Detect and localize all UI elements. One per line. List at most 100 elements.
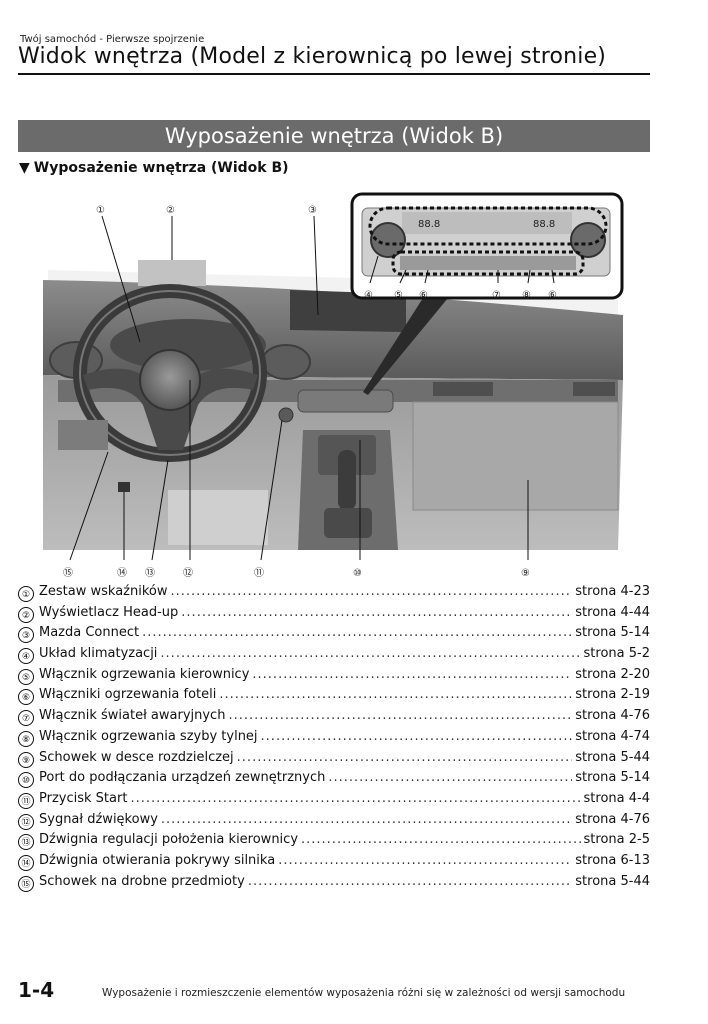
- item-number: ⑬: [18, 834, 34, 851]
- inset-left-knob: [370, 222, 406, 258]
- callout-15: ⑮: [63, 567, 73, 579]
- item-label: Sygnał dźwiękowy: [39, 811, 158, 827]
- inset-pointer: [363, 298, 448, 395]
- item-number: ⑤: [18, 668, 34, 685]
- callout-6-right: ⑥: [548, 290, 557, 301]
- list-item: ④ Układ klimatyzacji strona 5-2: [18, 646, 650, 667]
- item-number: ⑪: [18, 792, 34, 809]
- list-item: ⑮ Schowek na drobne przedmioty strona 5-44: [18, 874, 650, 895]
- item-label: Włącznik ogrzewania kierownicy: [39, 666, 250, 682]
- item-label: Port do podłączania urządzeń zewnętrznyc…: [39, 770, 326, 786]
- callout-13: ⑬: [145, 567, 155, 579]
- mazda-connect-screen: [290, 290, 406, 332]
- item-label: Wyświetlacz Head-up: [39, 604, 179, 620]
- small-storage-box: [58, 420, 108, 450]
- item-page-reference: strona 5-2: [583, 646, 650, 662]
- list-item: ⑦ Włącznik świateł awaryjnych strona 4-76: [18, 708, 650, 729]
- list-item: ② Wyświetlacz Head-up strona 4-44: [18, 605, 650, 626]
- item-page-reference: strona 2-20: [575, 666, 650, 682]
- breadcrumb: Twój samochód - Pierwsze spojrzenie: [20, 34, 205, 45]
- item-label: Układ klimatyzacji: [39, 646, 158, 662]
- shifter-base: [324, 508, 372, 538]
- list-item: ⑤ Włącznik ogrzewania kierownicy strona 2-…: [18, 667, 650, 688]
- leader-dots: [228, 708, 572, 723]
- item-number: ⑫: [18, 813, 34, 830]
- callout-2: ②: [166, 205, 175, 216]
- bonnet-release-lever: [118, 482, 130, 492]
- inset-button-row: [400, 256, 576, 270]
- callout-4: ④: [364, 290, 373, 301]
- item-number: ⑦: [18, 710, 34, 727]
- list-item: ⑪ Przycisk Start strona 4-4: [18, 791, 650, 812]
- callout-11: ⑪: [254, 567, 264, 579]
- bottom-callouts: ⑮ ⑭ ⑬ ⑫ ⑪ ⑩ ⑨: [63, 380, 530, 579]
- climate-panel: [297, 389, 394, 413]
- callout-5: ⑤: [394, 290, 403, 301]
- section-heading: ▼Wyposażenie wnętrza (Widok B): [19, 160, 289, 176]
- item-page-reference: strona 4-76: [575, 708, 650, 724]
- page-number: 1-4: [18, 978, 55, 1002]
- leader-dots: [278, 853, 572, 868]
- item-label: Dźwignia otwierania pokrywy silnika: [39, 852, 276, 868]
- item-page-reference: strona 4-4: [583, 790, 650, 806]
- inset-display-right: 88.8: [533, 219, 555, 230]
- leader-dots: [142, 625, 572, 640]
- list-item: ① Zestaw wskaźników strona 4-23: [18, 584, 650, 605]
- callout-1: ①: [96, 205, 105, 216]
- list-item: ⑫ Sygnał dźwiękowy strona 4-76: [18, 812, 650, 833]
- item-label: Włącznik świateł awaryjnych: [39, 708, 226, 724]
- item-number: ①: [18, 586, 34, 602]
- item-number: ⑥: [18, 689, 34, 706]
- leader-dots: [160, 646, 580, 661]
- callout-8: ⑧: [522, 290, 531, 301]
- item-number: ②: [18, 606, 34, 623]
- callout-6-left: ⑥: [419, 290, 428, 301]
- section-heading-text: Wyposażenie wnętrza (Widok B): [33, 160, 289, 176]
- footer-note: Wyposażenie i rozmieszczenie elementów w…: [102, 987, 626, 999]
- item-page-reference: strona 4-74: [575, 728, 650, 744]
- leader-dots: [171, 584, 573, 599]
- item-label: Mazda Connect: [39, 625, 140, 641]
- item-page-reference: strona 2-19: [575, 687, 650, 703]
- leader-dots: [301, 832, 581, 847]
- list-item: ⑬ Dźwignia regulacji położenia kierownicy…: [18, 832, 650, 853]
- item-number: ④: [18, 648, 34, 665]
- item-label: Przycisk Start: [39, 790, 128, 806]
- leader-dots: [219, 687, 572, 702]
- item-label: Schowek w desce rozdzielczej: [39, 749, 234, 765]
- item-label: Dźwignia regulacji położenia kierownicy: [39, 832, 299, 848]
- item-label: Schowek na drobne przedmioty: [39, 873, 245, 889]
- leader-dots: [161, 812, 572, 827]
- inset-dashed-bottom: [391, 250, 585, 276]
- item-page-reference: strona 4-76: [575, 811, 650, 827]
- item-label: Zestaw wskaźników: [39, 584, 168, 599]
- item-page-reference: strona 5-44: [575, 873, 650, 889]
- callout-14: ⑭: [117, 567, 127, 579]
- leader-dots: [261, 729, 573, 744]
- leader-dots: [248, 874, 572, 889]
- gear-shifter: [338, 450, 356, 510]
- item-page-reference: strona 2-5: [583, 832, 650, 848]
- item-page-reference: strona 4-44: [575, 604, 650, 620]
- item-page-reference: strona 5-14: [575, 770, 650, 786]
- leader-dots: [130, 791, 580, 806]
- inset-callouts: ④ ⑤ ⑥ ⑦ ⑧ ⑥: [364, 255, 557, 301]
- item-number: ⑩: [18, 772, 34, 789]
- item-number: ⑮: [18, 875, 34, 892]
- item-page-reference: strona 4-23: [575, 584, 650, 599]
- center-left-air-vent: [261, 344, 311, 380]
- steering-wheel-rim-highlight: [79, 290, 261, 456]
- glove-box: [412, 401, 619, 511]
- right-air-vent-1: [433, 382, 493, 396]
- right-air-vent-2: [573, 382, 615, 396]
- item-label: Włączniki ogrzewania foteli: [39, 687, 217, 703]
- leader-dots: [237, 750, 573, 765]
- callout-3: ③: [308, 205, 317, 216]
- triangle-marker-icon: ▼: [19, 160, 30, 176]
- item-page-reference: strona 6-13: [575, 852, 650, 868]
- inset-right-knob: [570, 222, 606, 258]
- item-number: ③: [18, 627, 34, 644]
